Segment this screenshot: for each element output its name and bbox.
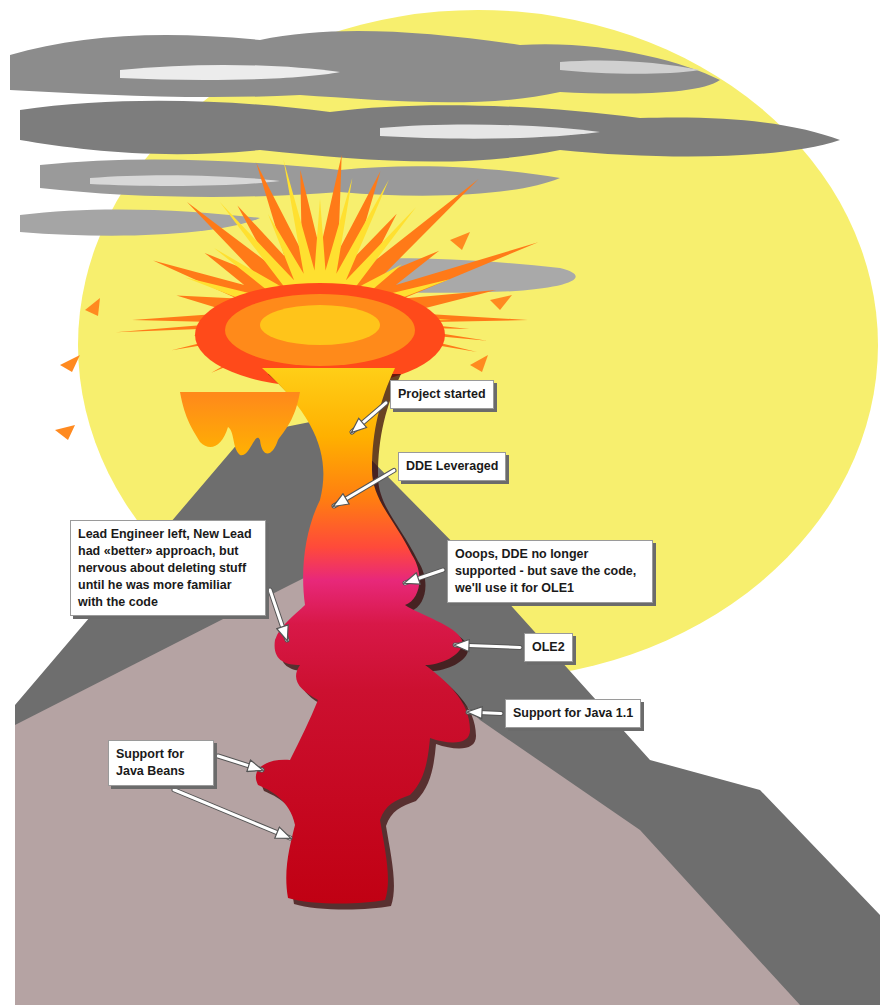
leader-line [405,570,443,583]
leader-line [174,790,290,838]
callout-text: DDE Leveraged [406,458,498,475]
leader-line [455,645,520,647]
callout-text: Support for Java 1.1 [513,705,633,722]
callout-text: Support for Java Beans [116,746,206,780]
callout-text: OLE2 [532,639,565,656]
callout-box: Ooops, DDE no longer supported - but sav… [447,540,653,603]
callout-box: OLE2 [524,633,573,662]
lava-drips [180,392,300,455]
callout-text: Ooops, DDE no longer supported - but sav… [455,546,645,597]
crater-core [260,305,380,345]
lava-flow [256,368,470,904]
callout-text: Lead Engineer left, New Lead had «better… [78,526,258,610]
leader-line [455,645,520,647]
leader-line [270,590,287,640]
callout-box: Lead Engineer left, New Lead had «better… [70,520,266,616]
callout-box: Project started [390,380,494,409]
callout-box: Support for Java 1.1 [505,699,641,728]
leader-line [405,570,443,583]
callout-box: DDE Leveraged [398,452,506,481]
leader-line [218,756,262,770]
leader-line [468,712,501,713]
leader-line [468,712,501,713]
leader-line [218,756,262,770]
clouds [10,31,840,293]
leader-line [270,590,287,640]
leader-line [334,470,394,506]
crater-inner [225,294,415,366]
leader-line [174,790,290,838]
callout-box: Support for Java Beans [108,740,214,786]
leader-line [352,403,386,432]
leader-line [352,403,386,432]
callout-text: Project started [398,386,486,403]
leader-line [334,470,394,506]
explosion-outer [116,155,538,374]
